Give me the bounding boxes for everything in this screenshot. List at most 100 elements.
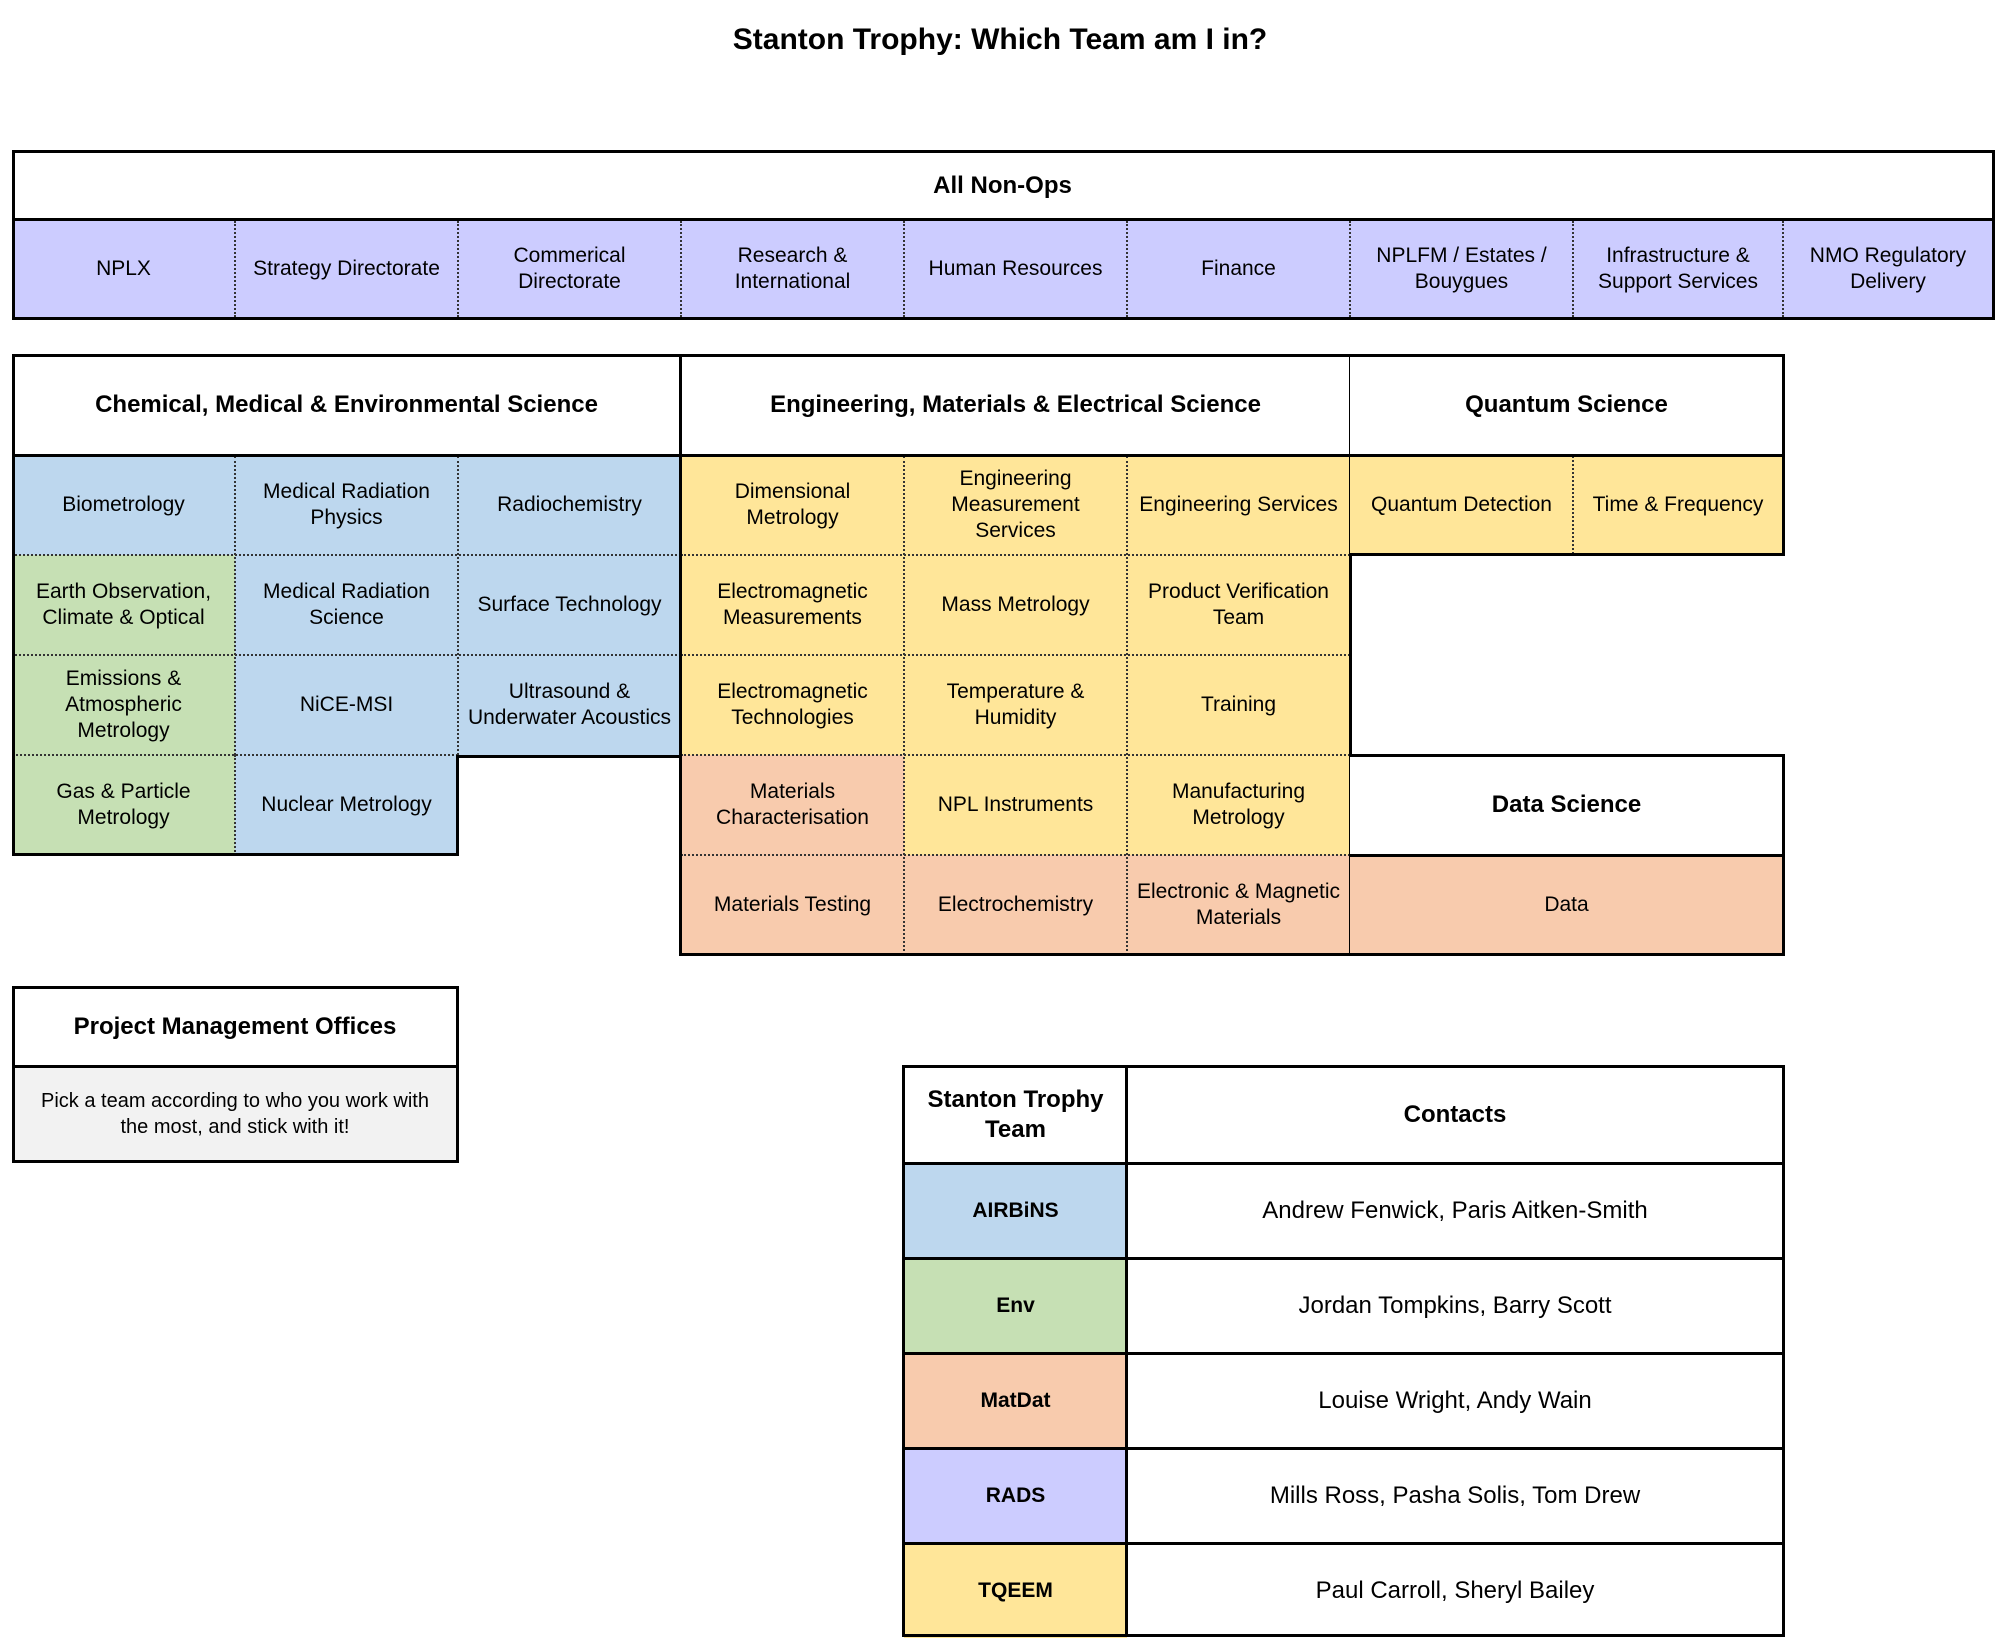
cmes-header: Chemical, Medical & Environmental Scienc…	[12, 354, 681, 455]
key-team-cell: AIRBiNS	[904, 1163, 1127, 1258]
emes-cell: Engineering Measurement Services	[904, 455, 1127, 555]
border-line	[902, 1447, 1785, 1450]
border-line	[1349, 354, 1352, 956]
emes-cell: Training	[1127, 655, 1350, 755]
divider-dotted	[12, 654, 681, 656]
emes-cell: NPL Instruments	[904, 755, 1127, 855]
cmes-cell: Surface Technology	[458, 555, 681, 655]
pmo-text: Pick a team according to who you work wi…	[12, 1066, 458, 1161]
cmes-cell: Medical Radiation Science	[235, 555, 458, 655]
divider-dotted	[681, 654, 1350, 656]
non-ops-frame	[12, 150, 1995, 320]
divider-dotted	[12, 554, 681, 556]
key-team-cell: RADS	[904, 1448, 1127, 1543]
non-ops-cell: Research & International	[681, 219, 904, 319]
divider-dotted	[234, 456, 236, 755]
pmo-header: Project Management Offices	[12, 987, 458, 1066]
divider-dotted	[1572, 456, 1574, 554]
key-team-header: Stanton Trophy Team	[927, 1085, 1104, 1143]
non-ops-header: All Non-Ops	[12, 152, 1993, 219]
border-line	[679, 354, 682, 956]
border-line	[12, 1065, 459, 1068]
border-line	[902, 1065, 905, 1637]
divider-dotted	[234, 221, 236, 317]
emes-cell: Engineering Services	[1127, 455, 1350, 555]
border-line	[1349, 454, 1785, 457]
key-contacts-header: Contacts	[1403, 1100, 1507, 1128]
cmes-cell: Earth Observation, Climate & Optical	[12, 555, 235, 655]
border-line	[902, 1352, 1785, 1355]
cmes-cell: Ultrasound & Underwater Acoustics	[458, 655, 681, 755]
border-line	[1782, 754, 1785, 956]
border-line	[902, 1162, 1785, 1165]
non-ops-cell: Infrastructure & Support Services	[1573, 219, 1783, 319]
divider-dotted	[681, 554, 1350, 556]
border-line	[1349, 553, 1785, 556]
border-line	[1349, 754, 1785, 757]
emes-cell: Electromagnetic Measurements	[681, 555, 904, 655]
divider-dotted	[1782, 221, 1784, 317]
key-contacts-cell: Andrew Fenwick, Paris Aitken-Smith	[1262, 1196, 1648, 1224]
emes-cell: Materials Testing	[681, 855, 904, 955]
border-line	[1349, 953, 1785, 956]
emes-cell: Electronic & Magnetic Materials	[1127, 855, 1350, 955]
border-line	[902, 1634, 1785, 1637]
key-contacts-cell: Mills Ross, Pasha Solis, Tom Drew	[1269, 1481, 1641, 1509]
divider-dotted	[12, 754, 458, 756]
key-team-cell: TQEEM	[904, 1543, 1127, 1638]
non-ops-cell: NPLX	[12, 219, 235, 319]
divider-dotted	[1349, 221, 1351, 317]
cmes-cell: Nuclear Metrology	[235, 755, 458, 855]
divider-dotted	[681, 854, 1350, 856]
border-line	[902, 1257, 1785, 1260]
non-ops-cell: NPLFM / Estates / Bouygues	[1350, 219, 1573, 319]
pmo-frame	[12, 986, 459, 1163]
border-line	[679, 953, 1353, 956]
border-line	[12, 218, 1995, 221]
key-contacts-cell: Louise Wright, Andy Wain	[1318, 1386, 1592, 1414]
key-team-cell: MatDat	[904, 1353, 1127, 1448]
data-science-cell: Data	[1350, 855, 1783, 955]
border-line	[679, 354, 1353, 357]
non-ops-cell: NMO Regulatory Delivery	[1783, 219, 1993, 319]
border-line	[902, 1065, 1785, 1068]
cmes-cell: Gas & Particle Metrology	[12, 755, 235, 855]
key-team-cell: Env	[904, 1258, 1127, 1353]
non-ops-cell: Strategy Directorate	[235, 219, 458, 319]
emes-cell: Mass Metrology	[904, 555, 1127, 655]
emes-cell: Electromagnetic Technologies	[681, 655, 904, 755]
border-line	[1349, 854, 1785, 857]
divider-dotted	[1126, 221, 1128, 317]
emes-cell: Dimensional Metrology	[681, 455, 904, 555]
non-ops-cell: Finance	[1127, 219, 1350, 319]
non-ops-cell: Commerical Directorate	[458, 219, 681, 319]
quantum-header: Quantum Science	[1350, 354, 1783, 455]
divider-dotted	[1126, 456, 1128, 955]
cmes-cell: Medical Radiation Physics	[235, 455, 458, 555]
emes-cell: Temperature & Humidity	[904, 655, 1127, 755]
border-line	[12, 454, 681, 457]
border-line	[12, 354, 15, 856]
divider-dotted	[903, 221, 905, 317]
non-ops-cell: Human Resources	[904, 219, 1127, 319]
cmes-cell: NiCE-MSI	[235, 655, 458, 755]
border-line	[456, 755, 459, 856]
divider-dotted	[681, 754, 1350, 756]
border-line	[1782, 354, 1785, 556]
divider-dotted	[903, 456, 905, 955]
divider-dotted	[457, 456, 459, 755]
quantum-cell: Time & Frequency	[1573, 455, 1783, 555]
border-line	[456, 755, 681, 758]
key-contacts-cell: Jordan Tompkins, Barry Scott	[1298, 1291, 1612, 1319]
key-contacts-cell: Paul Carroll, Sheryl Bailey	[1315, 1576, 1595, 1604]
emes-cell: Electrochemistry	[904, 855, 1127, 955]
cmes-cell: Radiochemistry	[458, 455, 681, 555]
data-science-header: Data Science	[1350, 755, 1783, 855]
divider-dotted	[680, 221, 682, 317]
cmes-cell: Biometrology	[12, 455, 235, 555]
quantum-cell: Quantum Detection	[1350, 455, 1573, 555]
border-line	[902, 1542, 1785, 1545]
border-line	[12, 354, 681, 357]
emes-header: Engineering, Materials & Electrical Scie…	[681, 354, 1350, 455]
border-line	[679, 454, 1353, 457]
